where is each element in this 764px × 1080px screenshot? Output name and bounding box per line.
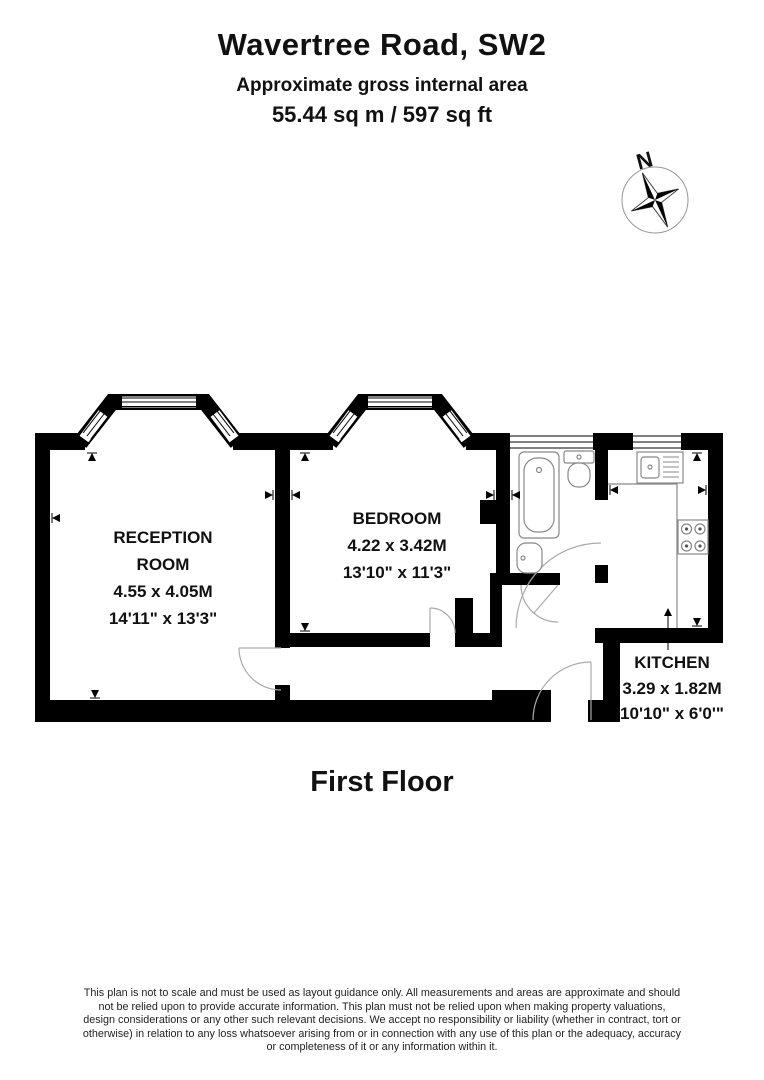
kitchen-dim-imperial: 10'10" x 6'0'" <box>620 704 724 723</box>
kitchen-sink-icon <box>636 451 684 484</box>
reception-name-line1: RECEPTION <box>113 528 212 547</box>
dimension-arrows <box>51 452 707 699</box>
disclaimer: This plan is not to scale and must be us… <box>82 987 682 1055</box>
compass-icon: N <box>621 146 689 234</box>
reception-room-label: RECEPTION ROOM 4.55 x 4.05M 14'11" x 13'… <box>109 528 217 628</box>
compass-north-label: N <box>634 146 656 174</box>
kitchen-label: KITCHEN 3.29 x 1.82M 10'10" x 6'0'" <box>620 653 724 723</box>
basin-icon <box>516 542 543 574</box>
disclaimer-line: design considerations or any other such … <box>83 1014 681 1027</box>
disclaimer-line: not be relied upon to provide accurate i… <box>98 1000 666 1013</box>
bathroom-window <box>510 434 593 450</box>
reception-door <box>238 647 282 691</box>
reception-dim-metric: 4.55 x 4.05M <box>113 582 212 601</box>
bedroom-dim-metric: 4.22 x 3.42M <box>347 536 446 555</box>
hob-icon <box>677 519 709 555</box>
reception-bay-window <box>73 394 244 448</box>
bedroom-dim-imperial: 13'10" x 11'3" <box>343 563 451 582</box>
kitchen-dim-metric: 3.29 x 1.82M <box>622 679 721 698</box>
page-title: Wavertree Road, SW2 <box>217 27 547 62</box>
reception-dim-imperial: 14'11" x 13'3" <box>109 609 217 628</box>
disclaimer-line: or completeness of it or any information… <box>266 1041 498 1054</box>
page-subtitle: Approximate gross internal area <box>236 75 528 96</box>
gross-internal-area: 55.44 sq m / 597 sq ft <box>271 102 493 127</box>
entrance-door <box>532 661 592 721</box>
disclaimer-line: otherwise) in relation to any loss whats… <box>82 1027 682 1040</box>
bathtub-icon <box>518 451 560 539</box>
bedroom-door <box>429 607 456 634</box>
kitchen-window <box>633 434 681 450</box>
reception-name-line2: ROOM <box>137 555 190 574</box>
bathroom-door <box>520 584 559 623</box>
disclaimer-line: This plan is not to scale and must be us… <box>83 987 681 999</box>
bedroom-bay-window <box>323 394 477 448</box>
bedroom-label: BEDROOM 4.22 x 3.42M 13'10" x 11'3" <box>343 509 451 582</box>
bedroom-name: BEDROOM <box>353 509 442 528</box>
floor-label: First Floor <box>310 766 454 798</box>
kitchen-counter <box>608 483 678 628</box>
walls <box>35 433 723 722</box>
kitchen-name: KITCHEN <box>634 653 710 672</box>
toilet-icon <box>563 450 595 488</box>
